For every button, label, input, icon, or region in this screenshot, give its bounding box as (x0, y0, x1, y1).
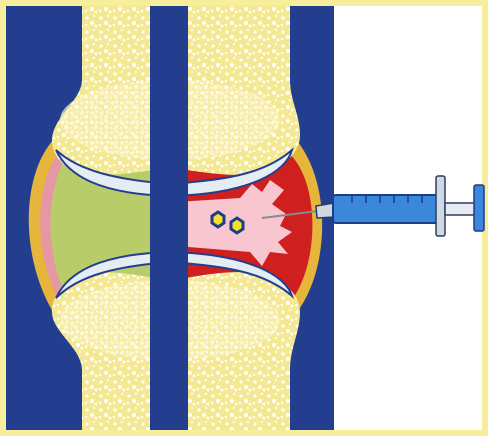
hexagon-molecule-icon (231, 218, 243, 233)
hexagon-molecule-icon (212, 212, 224, 227)
comparison-divider (150, 6, 188, 430)
syringe-flange (436, 176, 445, 236)
syringe-barrel (333, 195, 439, 223)
syringe-plunger-thumb (474, 185, 484, 231)
syringe-plunger-rod (445, 203, 475, 215)
